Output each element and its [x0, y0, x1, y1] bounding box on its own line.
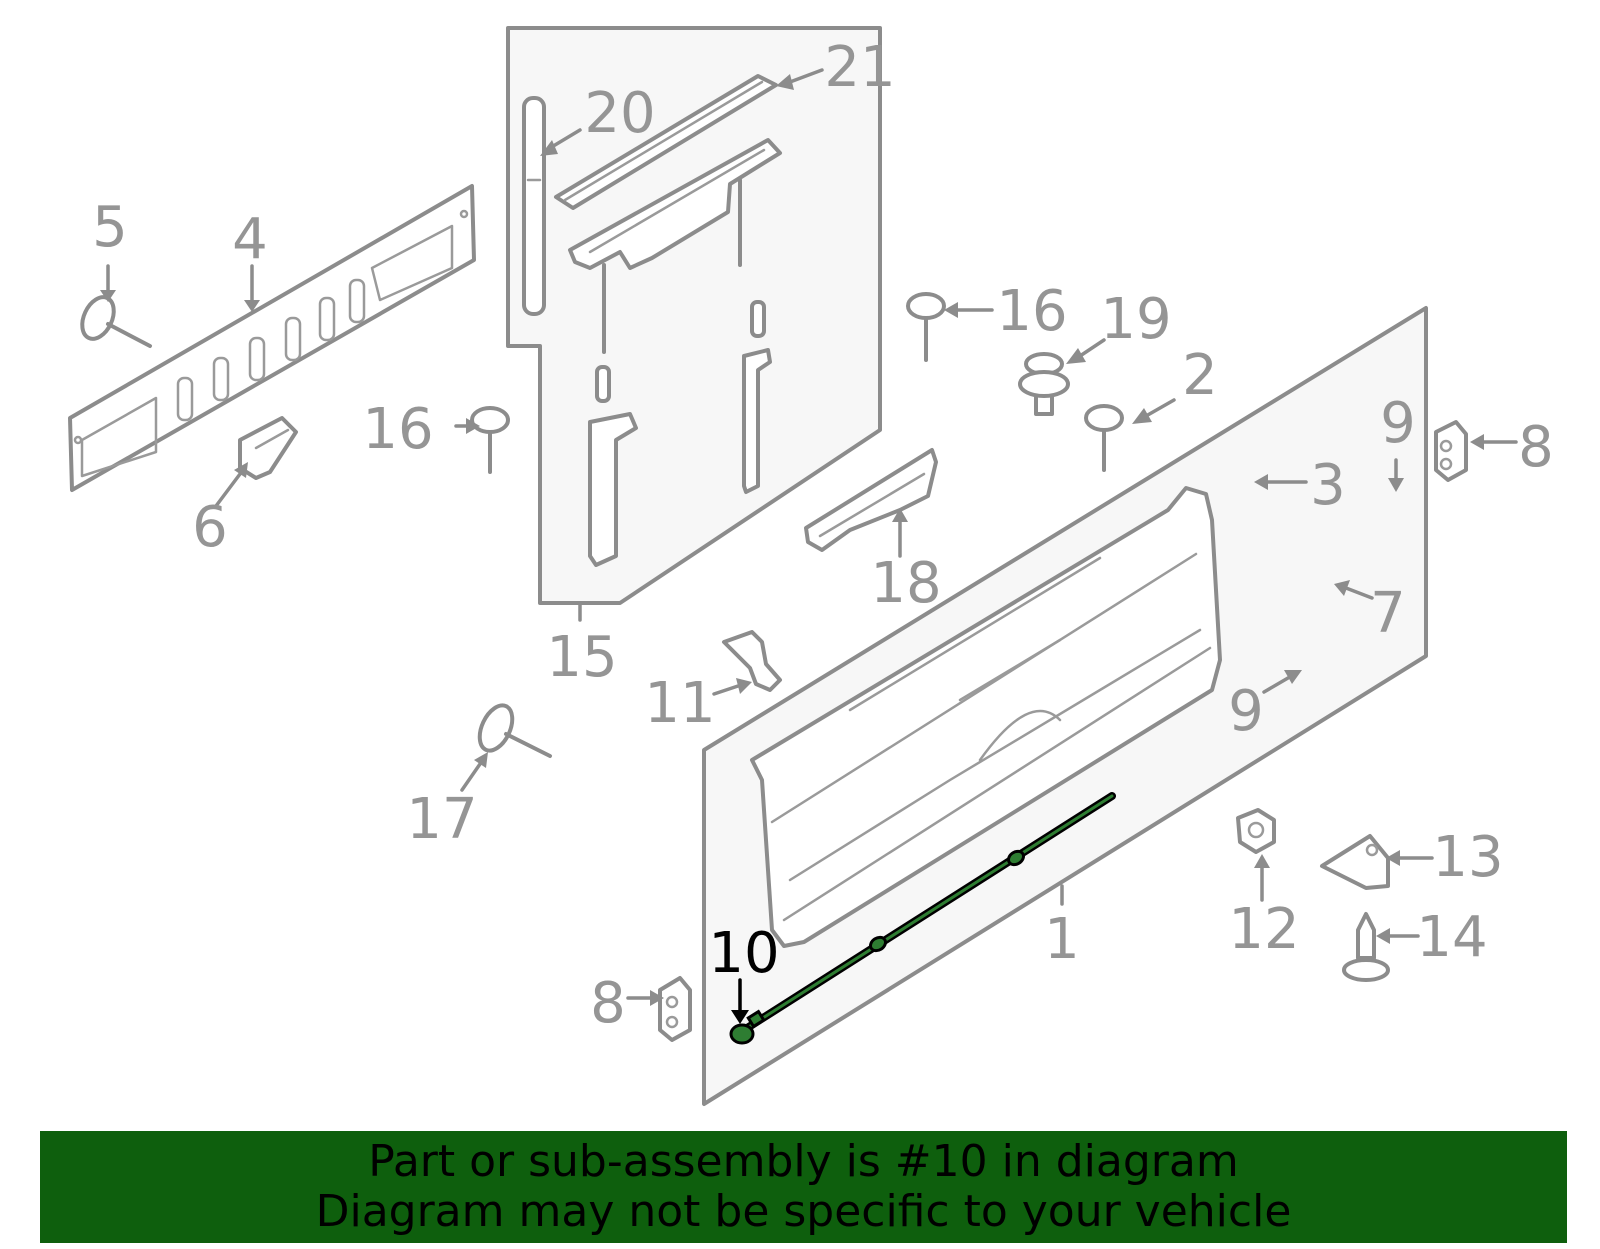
leader-lines — [100, 68, 1518, 1024]
part-10-cable-highlighted — [729, 792, 1116, 1045]
part-2-bolt — [1084, 404, 1124, 472]
part-14-pushpin — [1342, 912, 1390, 982]
callout-labels: 1 2 3 4 5 6 7 8 8 9 9 10 11 12 13 14 15 … — [92, 35, 1554, 1036]
callout-label-16b: 16 — [362, 397, 433, 462]
callout-label-21: 21 — [824, 35, 895, 100]
part-6-block — [238, 416, 298, 480]
callout-label-7: 7 — [1370, 581, 1406, 646]
part-16-bolt-b — [470, 406, 510, 474]
banner-line-disclaimer: Diagram may not be specific to your vehi… — [315, 1186, 1292, 1237]
callout-label-8a: 8 — [1518, 415, 1554, 480]
part-5-pin — [80, 295, 152, 348]
part-17-pin — [477, 703, 552, 758]
callout-label-3: 3 — [1310, 453, 1346, 518]
callout-label-12: 12 — [1228, 897, 1299, 962]
part-8-latch-b — [658, 976, 692, 1042]
callout-label-11: 11 — [644, 671, 715, 736]
part-8-latch-a — [1434, 420, 1468, 482]
callout-label-5: 5 — [92, 195, 128, 260]
callout-label-18: 18 — [870, 551, 941, 616]
callout-label-1: 1 — [1044, 907, 1080, 972]
callout-label-15: 15 — [546, 625, 617, 690]
callout-label-9a: 9 — [1380, 391, 1416, 456]
panel-group-15 — [506, 26, 882, 605]
part-13-bracket — [1320, 834, 1390, 890]
part-16-bolt-a — [906, 292, 946, 362]
callout-label-16a: 16 — [996, 279, 1067, 344]
callout-label-2: 2 — [1182, 343, 1218, 408]
callout-label-17: 17 — [406, 787, 477, 852]
part-11-clip — [722, 630, 782, 692]
callout-label-19: 19 — [1100, 287, 1171, 352]
callout-label-9b: 9 — [1228, 679, 1264, 744]
part-12-nut — [1236, 808, 1276, 854]
callout-label-13: 13 — [1432, 825, 1503, 890]
tailgate-panel-1 — [702, 306, 1428, 1106]
callout-label-20: 20 — [584, 81, 655, 146]
callout-label-4: 4 — [232, 207, 268, 272]
part-19-clip — [1018, 352, 1070, 416]
part-4-panel — [68, 184, 476, 492]
callout-label-8b: 8 — [590, 971, 626, 1036]
info-banner: Part or sub-assembly is #10 in diagram D… — [40, 1131, 1567, 1243]
callout-label-6: 6 — [192, 495, 228, 560]
callout-label-14: 14 — [1416, 905, 1487, 970]
banner-line-part-number: Part or sub-assembly is #10 in diagram — [368, 1136, 1239, 1187]
callout-label-10: 10 — [708, 921, 779, 986]
